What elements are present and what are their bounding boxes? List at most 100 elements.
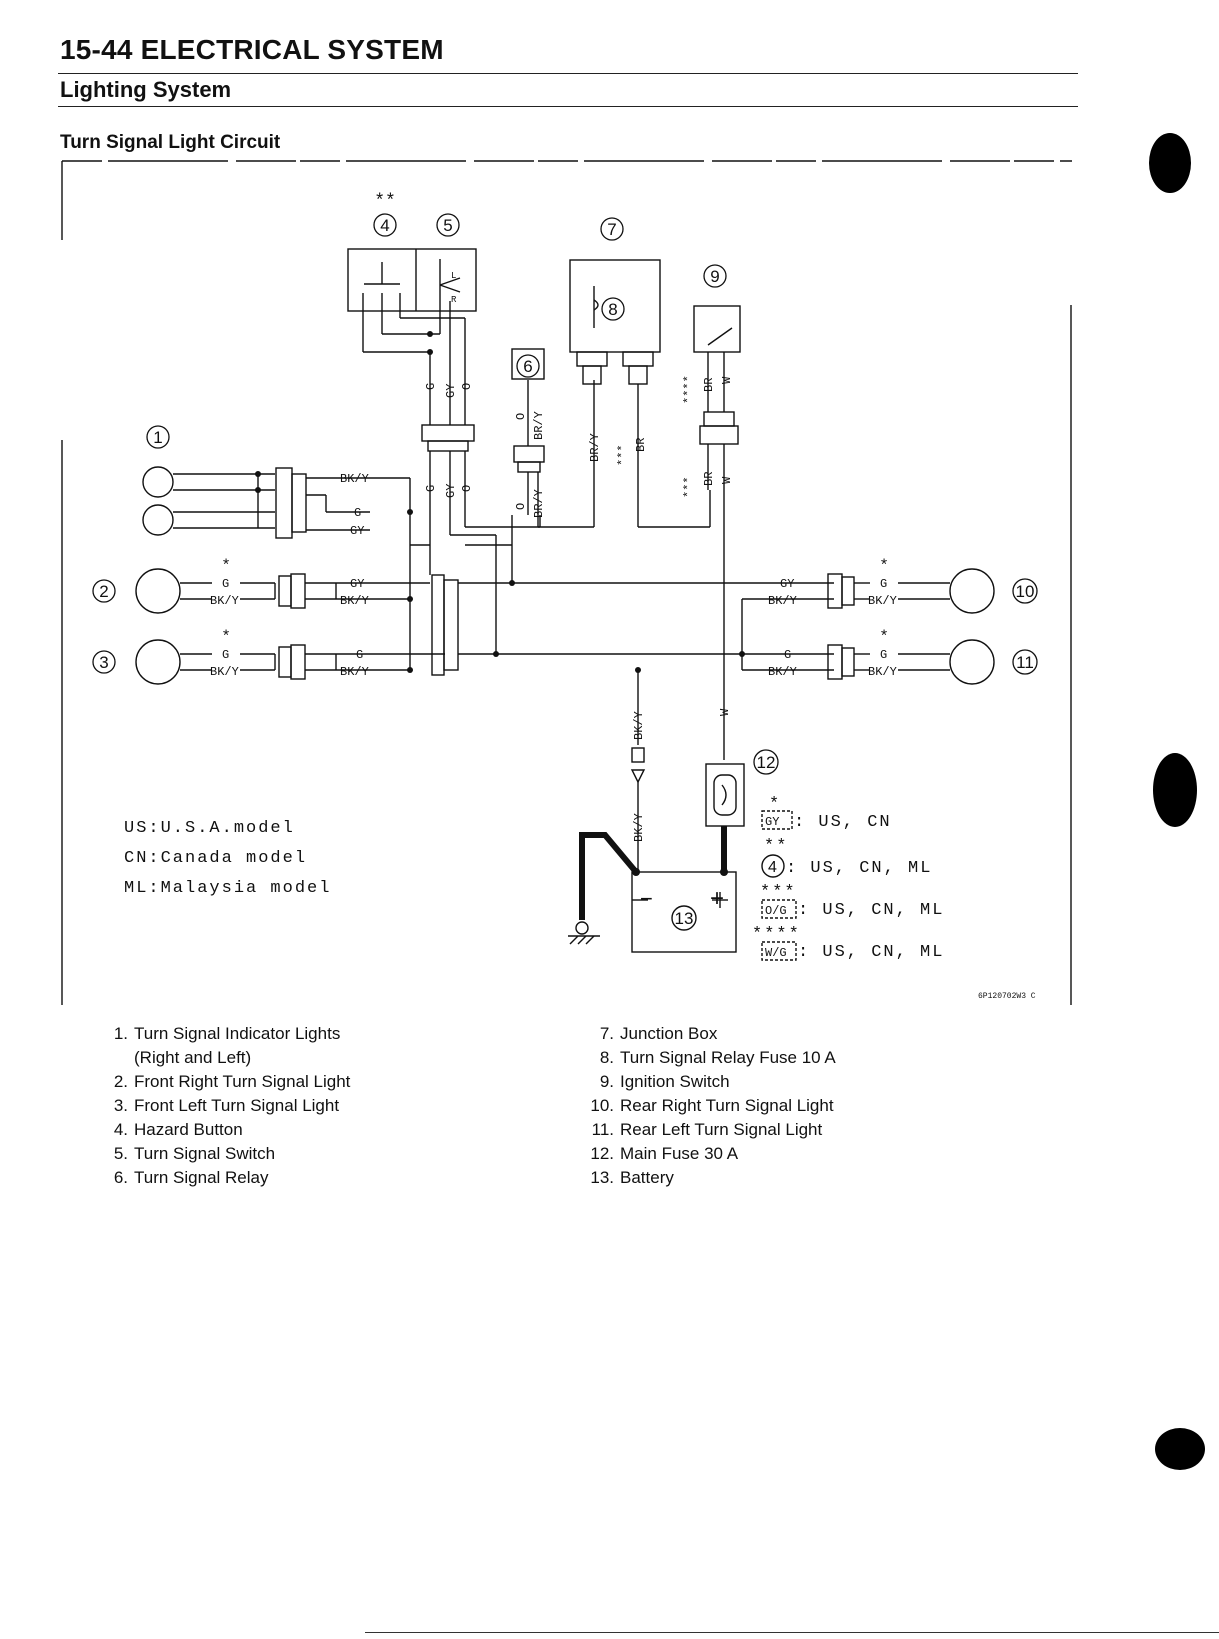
footnote-og-text: : US, CN, ML — [798, 901, 944, 920]
legend-item-number: 6. — [113, 1168, 128, 1187]
legend-item-text: Main Fuse 30 A — [620, 1144, 739, 1163]
legend-item-number: 1. — [113, 1024, 128, 1043]
legend-item-text: Junction Box — [620, 1024, 718, 1043]
wire-label-w-ign2: W — [720, 476, 734, 484]
legend-item: 7. Junction Box — [590, 1022, 836, 1046]
wire-label-bky-fl: BK/Y — [210, 665, 239, 679]
footnote-marker-3: *** — [760, 883, 797, 902]
terminal-l: L — [451, 271, 456, 281]
wire-label-gy-rr: GY — [780, 577, 794, 591]
wire-label-o-switch: O — [460, 383, 474, 390]
wire-label-bry-relay: BR/Y — [532, 411, 546, 440]
section-rule — [58, 106, 1078, 107]
wire-label-bry-jb: BR/Y — [588, 433, 602, 462]
model-note-cn: CN:Canada model — [124, 849, 307, 868]
legend-item-text: Battery — [620, 1168, 674, 1187]
battery-plus: + — [710, 885, 724, 912]
footnote-marker-1: * — [769, 795, 781, 814]
marker-jb: *** — [616, 444, 630, 466]
legend-item: 8. Turn Signal Relay Fuse 10 A — [590, 1046, 836, 1070]
footnote-og-box: O/G — [765, 904, 787, 918]
wire-label-bky-rl2: BK/Y — [868, 665, 897, 679]
wire-label-bky-battery: BK/Y — [632, 813, 646, 842]
wire-label-gy-switch: GY — [444, 384, 458, 398]
wire-label-br-ign2: BR — [702, 472, 716, 486]
wire-label-bky-rr2: BK/Y — [868, 594, 897, 608]
footnote-wg-text: : US, CN, ML — [798, 943, 944, 962]
legend-item-number: 4. — [113, 1120, 128, 1139]
legend-item-number: 10. — [590, 1096, 614, 1115]
page-title: 15-44 ELECTRICAL SYSTEM — [60, 34, 444, 65]
marker-rear-left: * — [879, 628, 889, 646]
wire-label-g-fl: G — [222, 648, 229, 662]
legend-right: 7. Junction Box 8. Turn Signal Relay Fuse 1… — [590, 1022, 836, 1190]
wire-label-g-fr: G — [222, 577, 229, 591]
legend-item: 1. Turn Signal Indicator Lights — [104, 1022, 350, 1046]
legend-item-text: Turn Signal Relay Fuse 10 A — [620, 1048, 836, 1067]
legend-item-number — [104, 1046, 128, 1070]
callout-6: 6 — [523, 357, 532, 376]
legend-item-text: Turn Signal Indicator Lights — [134, 1024, 341, 1043]
callout-5: 5 — [443, 216, 452, 235]
wire-label-g-switch2: G — [424, 485, 438, 492]
wire-label-bky-rl: BK/Y — [768, 665, 797, 679]
legend-item-number: 5. — [113, 1144, 128, 1163]
wire-label-bky-fr2: BK/Y — [340, 594, 369, 608]
legend-item: 12.Main Fuse 30 A — [590, 1142, 836, 1166]
legend-item-text: Rear Left Turn Signal Light — [620, 1120, 823, 1139]
bottom-rule — [365, 1632, 1219, 1633]
callout-1: 1 — [153, 428, 162, 447]
callout-12: 12 — [757, 753, 776, 772]
wire-label-gy-switch2: GY — [444, 484, 458, 498]
terminal-r: R — [451, 295, 457, 305]
battery-minus: − — [640, 886, 653, 911]
legend-item: 13. Battery — [590, 1166, 836, 1190]
callout-10: 10 — [1016, 582, 1035, 601]
legend-item-text: Rear Right Turn Signal Light — [620, 1096, 834, 1115]
footnote-marker-2: ** — [764, 837, 788, 856]
callout-2: 2 — [99, 582, 108, 601]
callout-13: 13 — [675, 909, 694, 928]
wire-label-gy-indicator: GY — [350, 524, 364, 538]
model-note-us: US:U.S.A.model — [124, 819, 295, 838]
wire-label-g-rl: G — [784, 648, 791, 662]
binder-hole-bottom — [1155, 1428, 1205, 1470]
legend-item-number: 8. — [599, 1048, 614, 1067]
wire-label-br-ign: BR — [702, 378, 716, 392]
wire-label-bky-fr: BK/Y — [210, 594, 239, 608]
legend-item: 6.Turn Signal Relay — [104, 1166, 350, 1190]
callout-4: 4 — [380, 216, 389, 235]
marker-front-right: * — [221, 557, 231, 575]
wire-label-g-fl2: G — [356, 648, 363, 662]
wire-label-bky-indicator: BK/Y — [340, 472, 369, 486]
legend-item-text: Ignition Switch — [620, 1072, 730, 1091]
legend-item: 5.Turn Signal Switch — [104, 1142, 350, 1166]
diagram-title: Turn Signal Light Circuit — [60, 132, 281, 153]
wire-label-o-relay: O — [514, 413, 528, 420]
callout-7: 7 — [607, 220, 616, 239]
footnote-gy-text: : US, CN — [794, 813, 892, 832]
figure-code: 6P120702W3 C — [978, 992, 1036, 1001]
footnote-wg-box: W/G — [765, 946, 787, 960]
model-note-ml: ML:Malaysia model — [124, 879, 331, 898]
callout-8: 8 — [608, 300, 617, 319]
footnote-c4-text: : US, CN, ML — [786, 859, 932, 878]
legend-item-number: 2. — [113, 1072, 128, 1091]
wire-label-g-switch: G — [424, 383, 438, 390]
footnote-gy-box: GY — [765, 815, 779, 829]
footnote-marker-4: **** — [752, 925, 801, 944]
wire-label-w-fuse: W — [718, 708, 732, 716]
legend-item-number: 11. — [591, 1120, 614, 1139]
legend-item: 2. Front Right Turn Signal Light — [104, 1070, 351, 1094]
wire-label-br-jb: BR — [634, 438, 648, 452]
legend-item-text: Front Left Turn Signal Light — [134, 1096, 340, 1115]
wire-label-g-rr: G — [880, 577, 887, 591]
binder-hole-middle — [1153, 753, 1197, 827]
wire-label-bry-relay2: BR/Y — [532, 489, 546, 518]
marker-ign2: *** — [682, 476, 696, 498]
wire-label-bky-fl2: BK/Y — [340, 665, 369, 679]
legend-item-number: 7. — [599, 1024, 614, 1043]
legend-item-number: 13. — [590, 1168, 614, 1187]
legend-item-text: Front Right Turn Signal Light — [134, 1072, 351, 1091]
legend-item: 4.Hazard Button — [104, 1118, 350, 1142]
